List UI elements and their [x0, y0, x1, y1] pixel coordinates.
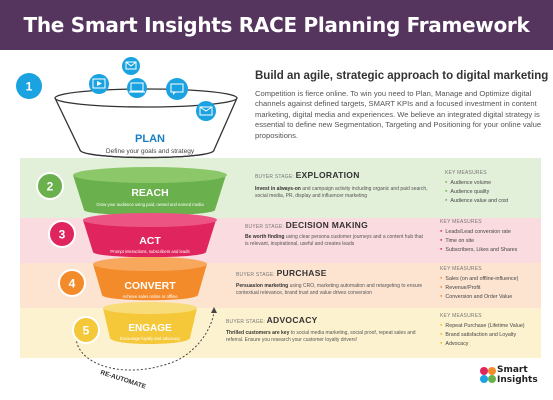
list-item: Conversion and Order Value [440, 292, 518, 301]
engage-title: ENGAGE [128, 323, 172, 334]
act-description: Be worth finding using clear persona cus… [245, 234, 423, 247]
engage-key-measures-title: KEY MEASURES [440, 313, 482, 319]
convert-description: Persuasion marketing using CRO, marketin… [236, 283, 423, 296]
convert-funnel-segment [93, 257, 207, 301]
engage-description: Thrilled customers are key to social med… [226, 330, 416, 343]
engage-funnel-text: Encourage loyalty and advocacy [120, 336, 181, 341]
list-item: Brand satisfaction and Loyalty [440, 330, 525, 339]
engage-buyer-stage: BUYER STAGE: ADVOCACY [226, 315, 318, 325]
list-item: Audience value and cost [445, 196, 508, 205]
convert-funnel-text: Achieve sales online or offline [122, 294, 178, 299]
engage-funnel-segment [103, 302, 197, 344]
act-key-measures-title: KEY MEASURES [440, 219, 482, 225]
list-item: Leads/Lead conversion rate [440, 227, 517, 236]
engage-key-measures: Repeat Purchase (Lifetime Value) Brand s… [440, 321, 525, 348]
list-item: Sales (on and offline-influence) [440, 274, 518, 283]
act-title: ACT [139, 235, 161, 247]
plan-title: PLAN [135, 133, 165, 145]
svg-text:5: 5 [83, 324, 90, 338]
envelope-icon [122, 57, 140, 75]
chat-icon [166, 78, 188, 100]
act-funnel-text: Prompt interactions, subscribers and lea… [110, 249, 189, 254]
reach-description: Invest in always-on and campaign activit… [255, 186, 428, 199]
intro-title: Build an agile, strategic approach to di… [255, 70, 549, 82]
svg-text:1: 1 [26, 80, 33, 94]
envelope-icon [196, 101, 216, 121]
list-item: Repeat Purchase (Lifetime Value) [440, 321, 524, 330]
reach-funnel-text: Grow your audience using paid, owned and… [96, 202, 204, 207]
intro-text: Competition is fierce online. To win you… [255, 89, 542, 140]
svg-text:4: 4 [69, 277, 76, 291]
reach-buyer-stage: BUYER STAGE: EXPLORATION [255, 170, 360, 180]
convert-buyer-stage: BUYER STAGE: PURCHASE [236, 268, 327, 278]
page-title: The Smart Insights RACE Planning Framewo… [23, 13, 530, 37]
list-item: Subscribers, Likes and Shares [440, 245, 517, 254]
act-buyer-stage: BUYER STAGE: DECISION MAKING [245, 220, 368, 230]
video-play-icon [89, 74, 109, 94]
reautomate-label: RE-AUTOMATE [99, 369, 147, 391]
convert-key-measures-title: KEY MEASURES [440, 266, 482, 272]
laptop-icon [127, 78, 147, 98]
list-item: Revenue/Profit [440, 283, 518, 292]
list-item: Advocacy [440, 339, 525, 348]
plan-subtitle: Define your goals and strategy [106, 148, 195, 155]
reach-title: REACH [131, 187, 168, 199]
step-3-badge: 3 [48, 220, 76, 248]
svg-text:3: 3 [59, 228, 66, 242]
step-2-badge: 2 [36, 172, 64, 200]
list-item: Audience quality [445, 187, 508, 196]
reach-funnel-segment [73, 167, 227, 216]
header-bar [0, 0, 553, 50]
act-key-measures: Leads/Lead conversion rate Time on site … [440, 227, 517, 254]
svg-text:2: 2 [47, 180, 54, 194]
list-item: Time on site [440, 236, 517, 245]
step-1-badge: 1 [16, 73, 42, 99]
step-4-badge: 4 [58, 269, 86, 297]
step-5-badge: 5 [72, 316, 100, 344]
reautomate-loop-arrow [75, 307, 217, 371]
smart-insights-logo-icon [480, 367, 496, 383]
reach-key-measures-title: KEY MEASURES [445, 170, 487, 176]
reach-key-measures: Audience volume Audience quality Audienc… [445, 178, 508, 205]
logo-text: Smart Insights [497, 365, 538, 385]
act-funnel-segment [83, 213, 217, 258]
convert-title: CONVERT [124, 280, 176, 292]
convert-key-measures: Sales (on and offline-influence) Revenue… [440, 274, 518, 301]
list-item: Audience volume [445, 178, 508, 187]
